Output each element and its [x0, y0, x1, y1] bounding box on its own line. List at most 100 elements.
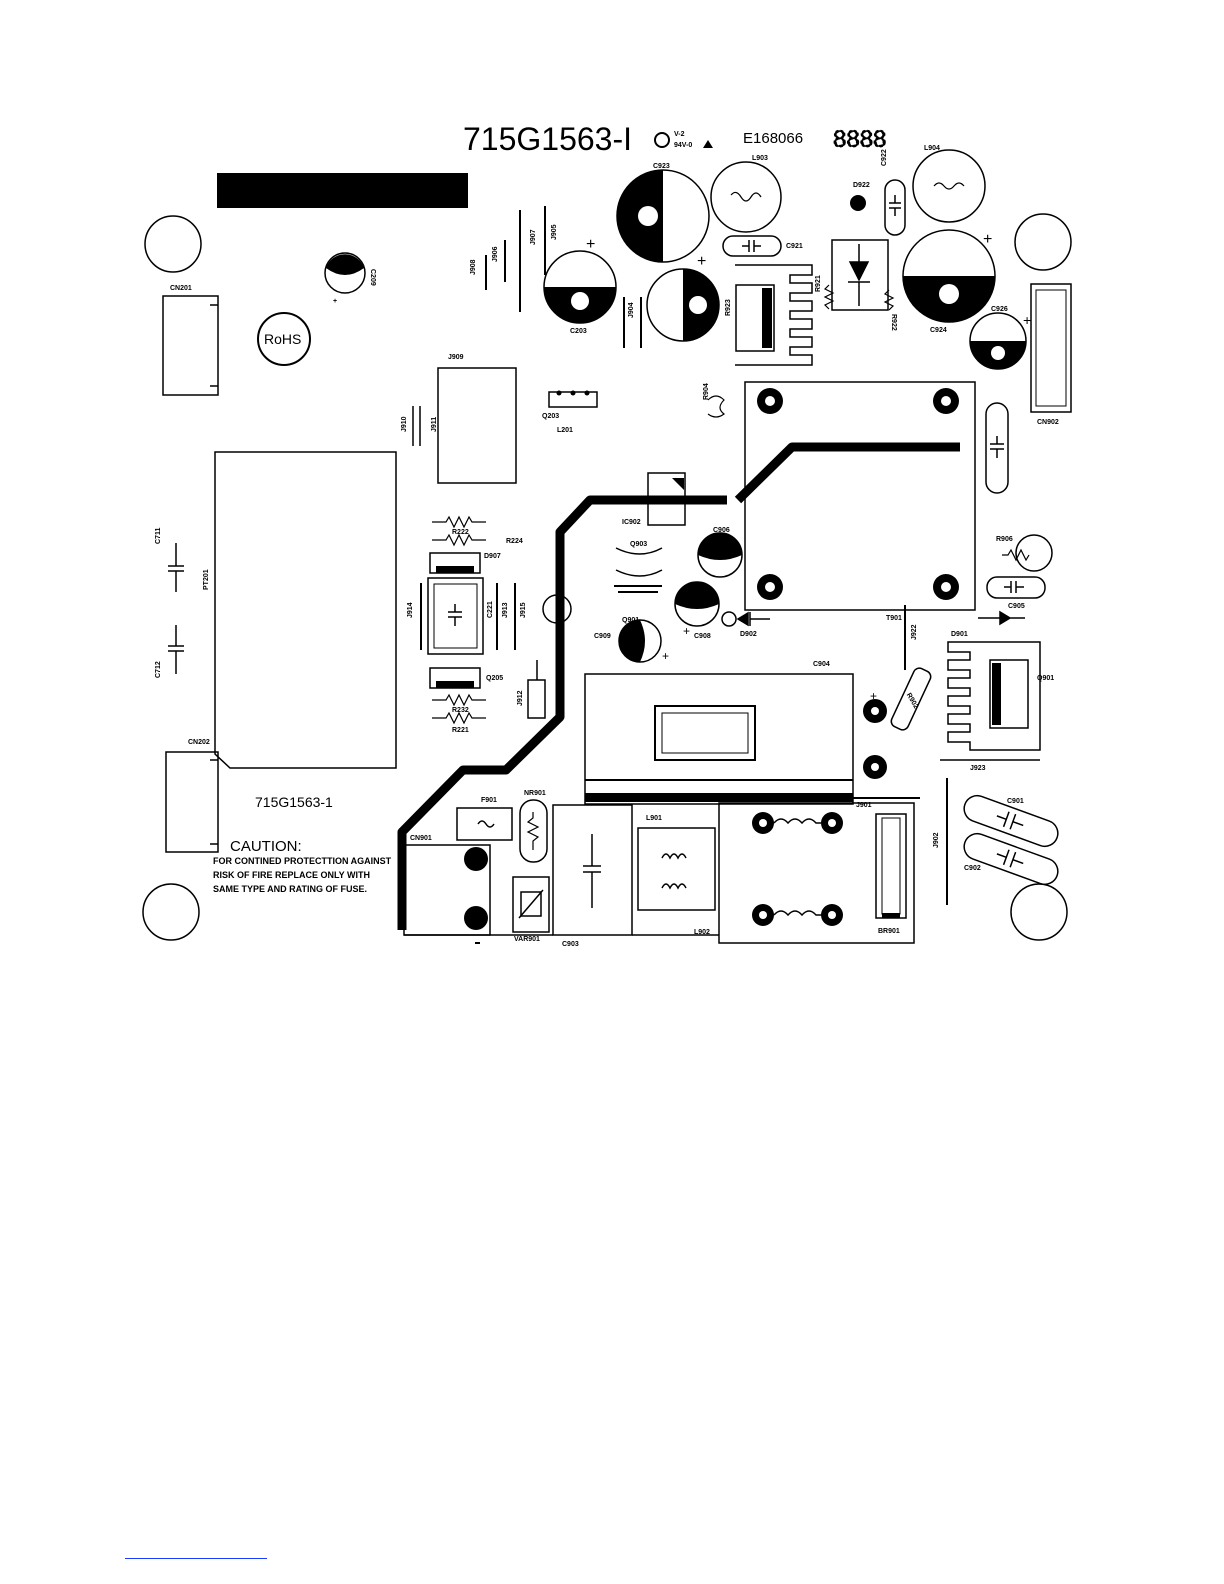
ref-d902: D902 [740, 631, 757, 638]
ref-j902: J902 [933, 832, 940, 848]
capacitor-c221-block [427, 577, 484, 655]
ref-r224: R224 [506, 538, 523, 545]
ref-j904: J904 [628, 302, 635, 318]
svg-text:+: + [586, 236, 595, 253]
capacitor-c921 [722, 235, 782, 257]
capacitor-c903-oval [985, 402, 1009, 494]
mounting-hole-top-right [1014, 213, 1072, 271]
mounting-hole-bottom-left [142, 883, 200, 941]
ref-q901-heatsink: Q901 [1037, 675, 1054, 682]
ref-l904: L904 [924, 145, 940, 152]
svg-text:+: + [662, 649, 669, 663]
ref-l201: L201 [557, 427, 573, 434]
ref-d907: D907 [484, 553, 501, 560]
ref-r232: R232 [452, 707, 469, 714]
ref-c909: C909 [594, 633, 611, 640]
ref-j908: J908 [470, 259, 477, 275]
ref-c923: C923 [653, 163, 670, 170]
component-j909-block [437, 367, 517, 484]
ref-j910: J910 [401, 416, 408, 432]
capacitor-c209: + [324, 252, 366, 305]
connector-cn201 [162, 295, 219, 396]
ref-l903: L903 [752, 155, 768, 162]
ref-c209: C209 [369, 269, 376, 286]
ref-c903: C903 [562, 941, 579, 948]
rohs-mark: RoHS [257, 312, 311, 366]
ref-j906: J906 [492, 246, 499, 262]
ref-j912: J912 [517, 690, 524, 706]
inductor-l904 [912, 149, 986, 223]
ref-c908: C908 [694, 633, 711, 640]
ref-cn902: CN902 [1037, 419, 1059, 426]
ref-c924: C924 [930, 327, 947, 334]
ref-q901: Q901 [622, 617, 639, 624]
diode-d902 [736, 611, 770, 627]
common-mode-choke-j901 [718, 802, 915, 944]
capacitor-c903 [552, 804, 633, 936]
capacitor-c909: + [618, 619, 669, 663]
capacitor-c908: + [674, 581, 720, 638]
caution-block: CAUTION: FOR CONTINED PROTECTTION AGAINS… [213, 838, 392, 894]
ref-j907: J907 [530, 229, 537, 245]
ref-c901: C901 [1007, 798, 1024, 805]
thermistor-nr901 [519, 799, 548, 863]
resistor-j912 [527, 679, 546, 719]
resistor-r223 [432, 533, 486, 547]
ref-j905: J905 [551, 224, 558, 240]
fuse-f901 [456, 807, 513, 841]
ref-c921: C921 [786, 243, 803, 250]
connector-cn902 [1030, 283, 1072, 413]
ref-j923: J923 [970, 765, 986, 772]
ref-r922: R922 [890, 314, 897, 331]
ref-q903: Q903 [630, 541, 647, 548]
trace-primary [397, 442, 960, 930]
resistor-r232 [432, 693, 486, 707]
capacitor-c901 [963, 794, 1059, 848]
resistor-r222 [432, 515, 486, 529]
cert-mark-line-2: 94V-0 [674, 142, 692, 149]
ref-c904: C904 [813, 661, 830, 668]
capacitor-c711 [168, 543, 184, 592]
ic-ic902 [647, 472, 686, 526]
ref-r921: R921 [815, 275, 822, 292]
ref-f901: F901 [481, 797, 497, 804]
svg-text:+: + [697, 253, 706, 270]
bridge-rectifier-br901 [875, 813, 907, 919]
caution-line-3: SAME TYPE AND RATING OF FUSE. [213, 884, 367, 894]
varistor-var901 [512, 876, 550, 933]
date-code-placeholder: 8888 [833, 126, 886, 153]
cert-mark-line-1: V-2 [674, 131, 685, 138]
inductor-l901 [637, 827, 716, 911]
connector-cn202 [165, 751, 219, 853]
ref-q205: Q205 [486, 675, 503, 682]
ref-c926: C926 [991, 306, 1008, 313]
heatsink-c904-block [584, 673, 854, 805]
caution-line-2: RISK OF FIRE REPLACE ONLY WITH [213, 870, 370, 880]
caution-line-1: FOR CONTINED PROTECTTION AGAINST [213, 856, 392, 866]
heatsink-top [735, 264, 813, 366]
capacitor-c923 [616, 169, 710, 263]
ref-l901: L901 [646, 815, 662, 822]
capacitor-c922 [884, 179, 906, 236]
ref-r902: R902 [905, 692, 919, 710]
diode-d901 [978, 610, 1025, 626]
ref-j915: J915 [520, 602, 527, 618]
ref-d901: D901 [951, 631, 968, 638]
footer-link-underline [125, 1558, 267, 1559]
cert-mark: V-2 94V-0 [654, 131, 713, 149]
warning-triangle-icon [703, 140, 713, 148]
svg-text:+: + [870, 689, 877, 703]
ref-d922: D922 [853, 182, 870, 189]
ref-r923: R923 [725, 299, 732, 316]
ul-file-number: E168066 [743, 130, 803, 147]
resistor-r221 [432, 711, 486, 725]
svg-text:+: + [1023, 312, 1031, 328]
ref-t901: T901 [886, 615, 902, 622]
ref-pt201: PT201 [203, 569, 210, 590]
resistor-r921 [823, 284, 835, 310]
svg-text:+: + [683, 624, 690, 638]
ref-c203: C203 [570, 328, 587, 335]
ref-q203: Q203 [542, 413, 559, 420]
ref-nr901: NR901 [524, 790, 546, 797]
